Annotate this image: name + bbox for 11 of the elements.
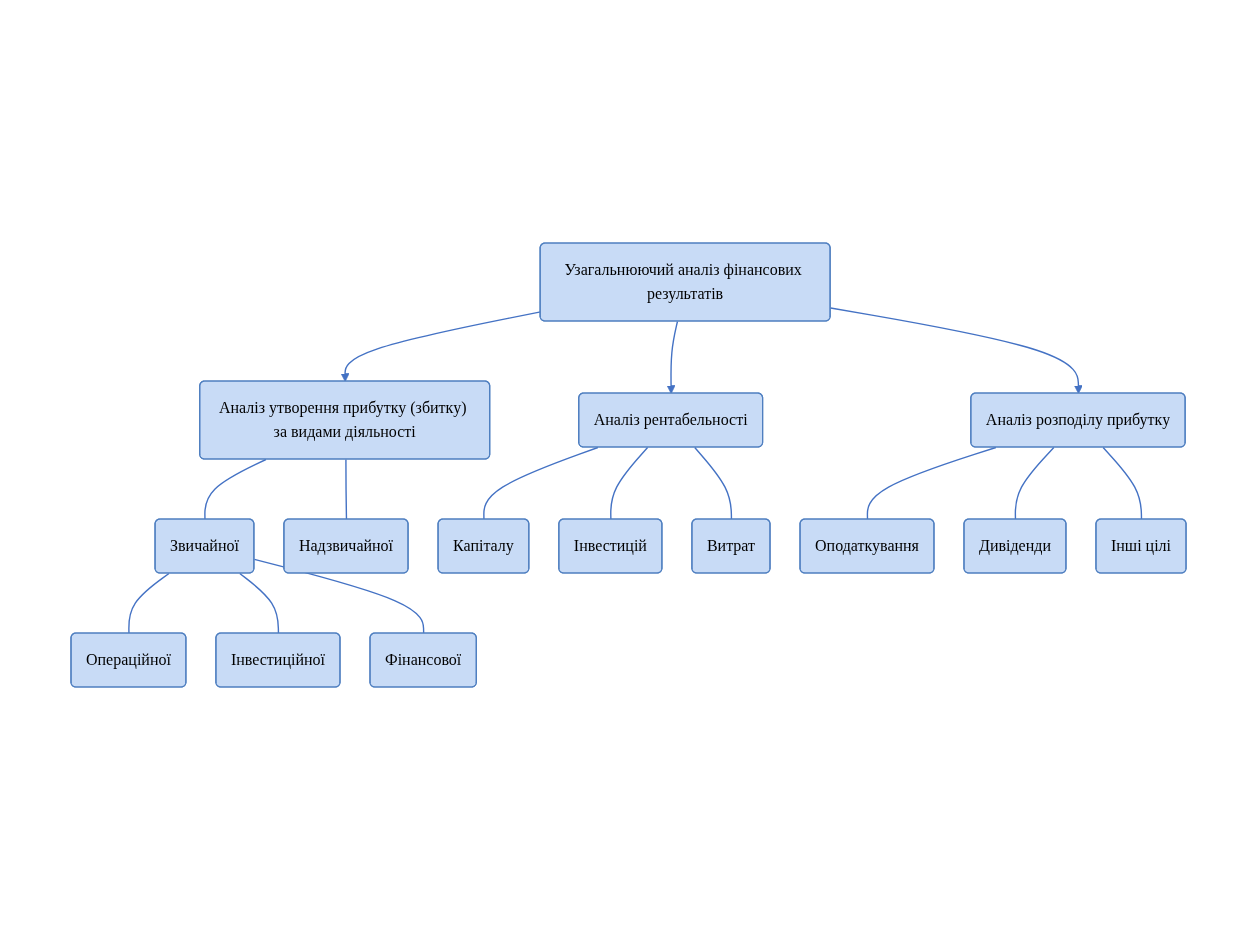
- connector: [128, 572, 170, 635]
- connector: [694, 446, 733, 521]
- connector: [483, 446, 599, 521]
- connector: [610, 446, 649, 521]
- connector: [239, 572, 280, 635]
- connector: [204, 458, 267, 521]
- connector: [866, 446, 997, 521]
- connector: [1102, 446, 1143, 521]
- arrow: [666, 320, 679, 394]
- connector: [1014, 446, 1055, 521]
- connector: [345, 458, 348, 521]
